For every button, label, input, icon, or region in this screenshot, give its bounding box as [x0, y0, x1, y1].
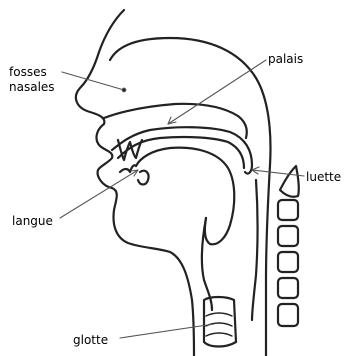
arrowhead-langue [131, 170, 138, 176]
skull-back-outline [110, 38, 270, 356]
label-nasales-line2: nasales [9, 80, 55, 95]
label-palais: palais [268, 52, 303, 67]
label-fosses-line1: fosses [9, 65, 55, 80]
label-langue: langue [12, 214, 53, 229]
leader-fosses-nasales [62, 72, 124, 90]
tongue-tip-curl [138, 171, 149, 185]
leader-glotte [120, 324, 214, 338]
nasal-floor-outline [104, 104, 247, 138]
label-luette: luette [306, 170, 341, 185]
fosses-nasales-dot [122, 88, 126, 92]
label-fosses-nasales: fosses nasales [9, 65, 55, 95]
label-glotte: glotte [73, 333, 108, 348]
pharynx-outline [202, 218, 212, 310]
face-profile-outline [76, 10, 194, 356]
vertebral-column [278, 166, 299, 326]
pharynx-back-wall [252, 180, 258, 320]
glottis-shape [204, 297, 236, 347]
leader-palais [168, 60, 266, 124]
tongue-outline [136, 148, 234, 245]
